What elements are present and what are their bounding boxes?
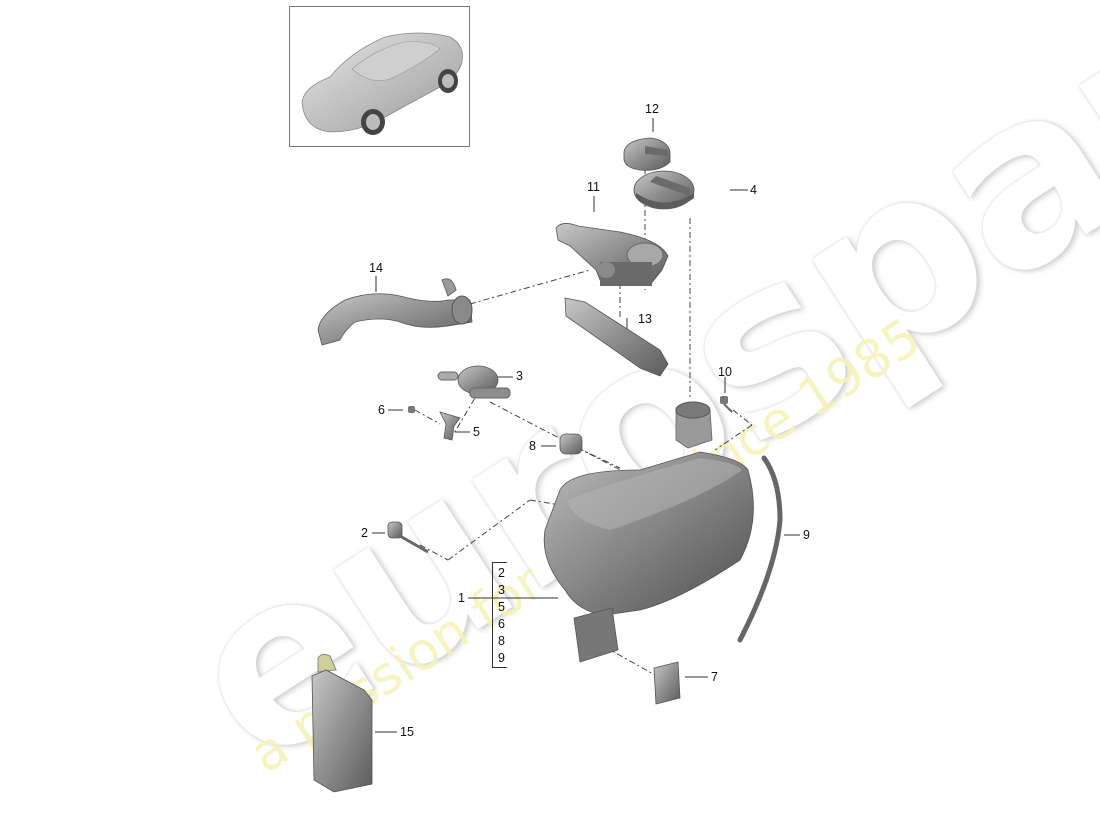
callout-12[interactable]: 12 bbox=[645, 102, 659, 116]
kit-item[interactable]: 3 bbox=[498, 583, 505, 597]
part-10-bolt bbox=[720, 396, 733, 413]
callout-9[interactable]: 9 bbox=[803, 528, 810, 542]
callout-3[interactable]: 3 bbox=[516, 369, 523, 383]
callout-1[interactable]: 1 bbox=[458, 591, 465, 605]
part-11-filler-housing bbox=[555, 223, 669, 286]
callout-14[interactable]: 14 bbox=[369, 261, 383, 275]
kit-item[interactable]: 8 bbox=[498, 634, 505, 648]
part-12-cap bbox=[623, 137, 671, 171]
part-6-screw bbox=[408, 406, 415, 413]
car-icon bbox=[301, 32, 463, 135]
part-14-filler-pipe bbox=[317, 278, 473, 346]
part-1-expansion-tank bbox=[543, 401, 754, 663]
part-8-grommet bbox=[559, 433, 583, 455]
callout-15[interactable]: 15 bbox=[400, 725, 414, 739]
leader-lines bbox=[372, 118, 800, 733]
parts-artwork bbox=[311, 118, 800, 793]
kit-item[interactable]: 9 bbox=[498, 651, 505, 665]
part-3-valve bbox=[437, 365, 511, 399]
callout-7[interactable]: 7 bbox=[711, 670, 718, 684]
callout-4[interactable]: 4 bbox=[750, 183, 757, 197]
callout-13[interactable]: 13 bbox=[638, 312, 652, 326]
kit-item[interactable]: 5 bbox=[498, 600, 505, 614]
part-13-trim-strip bbox=[564, 297, 669, 377]
callout-11[interactable]: 11 bbox=[587, 180, 600, 194]
part-7-pad bbox=[653, 661, 681, 705]
kit-item[interactable]: 2 bbox=[498, 566, 505, 580]
kit-item[interactable]: 6 bbox=[498, 617, 505, 631]
part-15-coolant-bottle bbox=[311, 653, 373, 793]
kit-contents-bracket bbox=[492, 562, 507, 668]
part-9-hose bbox=[737, 455, 783, 643]
callout-10[interactable]: 10 bbox=[718, 365, 732, 379]
part-5-bracket bbox=[439, 411, 461, 441]
parts-diagram: eurospares a passion for parts since 198… bbox=[140, 0, 1100, 819]
callout-5[interactable]: 5 bbox=[473, 425, 480, 439]
callout-8[interactable]: 8 bbox=[529, 439, 536, 453]
callout-6[interactable]: 6 bbox=[378, 403, 385, 417]
callout-2[interactable]: 2 bbox=[361, 526, 368, 540]
part-2-level-sensor bbox=[387, 521, 429, 554]
vehicle-thumbnail bbox=[289, 6, 470, 147]
part-4-cap bbox=[633, 170, 695, 210]
